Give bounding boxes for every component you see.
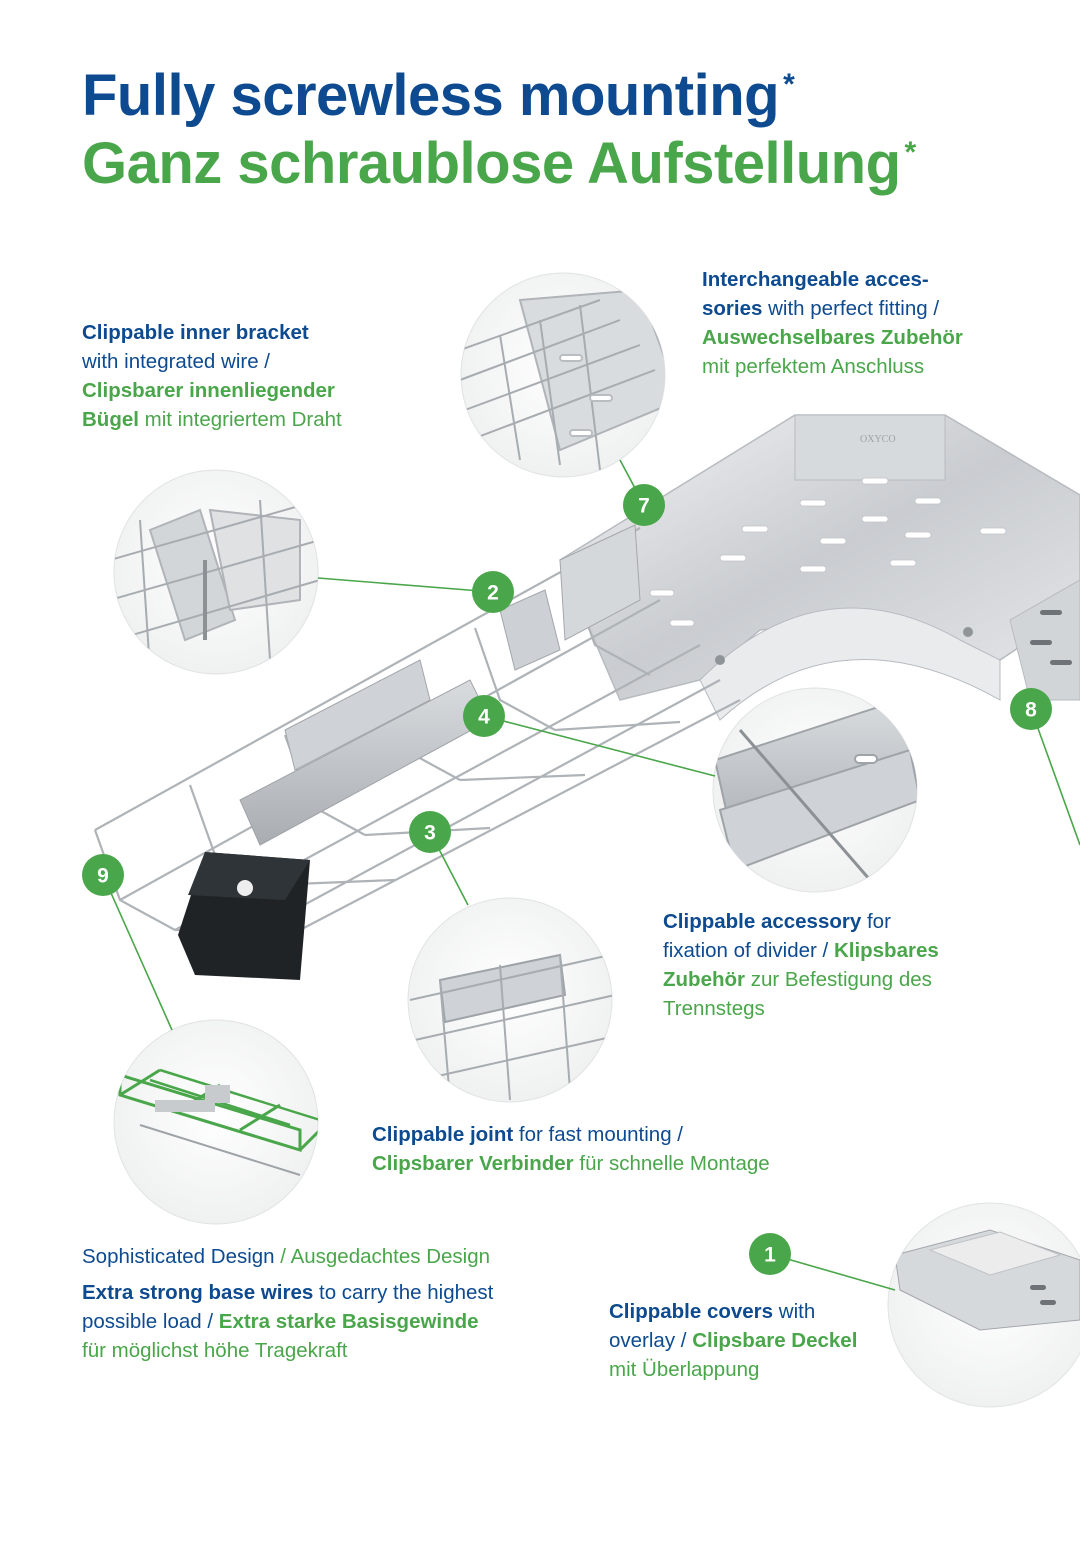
badge-1: 1 <box>749 1233 791 1275</box>
inset-photo-divider <box>712 687 918 893</box>
badge-1-label: 1 <box>764 1244 776 1267</box>
inset-photo-inner-bracket <box>113 469 319 675</box>
callout-inner-bracket: Clippable inner bracket with integrated … <box>82 318 342 434</box>
joint-de-bold: Clipsbarer Verbinder <box>372 1152 574 1175</box>
joint-en-rest: for fast mounting / <box>518 1123 684 1146</box>
inset-photo-accessories <box>460 272 666 478</box>
page-title-german: Ganz schraublose Aufstellung* <box>82 130 916 197</box>
design-de-bold: Extra starke Basisgewinde <box>218 1310 479 1333</box>
divider-en-rest-1: for <box>866 910 891 933</box>
badge-9-label: 9 <box>97 865 109 888</box>
callout-joint: Clippable joint for fast mounting / Clip… <box>372 1120 770 1178</box>
callout-accessories: Interchangeable acces- sories with perfe… <box>702 265 963 381</box>
accessory-plate <box>559 524 641 641</box>
page-title-english: Fully screwless mounting* <box>82 62 795 129</box>
divider-de-rest-2: Trennstegs <box>663 997 765 1020</box>
product-marking: OXYCO <box>860 434 896 445</box>
accessories-de-rest: mit perfektem Anschluss <box>702 355 925 378</box>
joint-plate <box>284 659 431 771</box>
design-en-rest-2: possible load / <box>82 1310 214 1333</box>
accessories-de-bold: Auswechselbares Zubehör <box>702 326 963 349</box>
covers-en-rest-1: with <box>778 1300 816 1323</box>
badge-7-label: 7 <box>638 495 650 518</box>
design-de-rest: für möglichst höhe Tragekraft <box>82 1339 348 1362</box>
covers-de-bold: Clipsbare Deckel <box>692 1329 858 1352</box>
design-en-heading: Sophisticated Design <box>82 1245 275 1268</box>
inner-bracket-en-bold: Clippable inner bracket <box>82 321 309 344</box>
callout-lines <box>102 459 1080 1291</box>
badge-2-label: 2 <box>487 582 499 605</box>
design-separator: / <box>280 1245 286 1268</box>
title-english-footnote: * <box>783 68 795 101</box>
design-en-bold: Extra strong base wires <box>82 1281 314 1304</box>
accessories-en-rest: with perfect fitting / <box>768 297 940 320</box>
solid-tray-bend: OXYCO <box>559 414 1080 721</box>
badge-3-label: 3 <box>424 822 436 845</box>
divider-de-rest-1: zur Befestigung des <box>750 968 932 991</box>
inset-photo-joint <box>407 897 613 1103</box>
callout-covers: Clippable covers with overlay / Clipsbar… <box>609 1297 857 1384</box>
callout-divider: Clippable accessory for fixation of divi… <box>663 907 939 1023</box>
covers-en-bold: Clippable covers <box>609 1300 774 1323</box>
divider-en-rest-2: fixation of divider / <box>663 939 829 962</box>
inner-bracket-en-rest: with integrated wire / <box>82 350 271 373</box>
covers-en-rest-2: overlay / <box>609 1329 687 1352</box>
design-de-heading: Ausgedachtes Design <box>290 1245 491 1268</box>
badge-9: 9 <box>82 854 124 896</box>
inset-photo-design <box>113 1019 319 1225</box>
inner-bracket-de-rest: mit integriertem Draht <box>144 408 342 431</box>
inner-bracket-plate <box>499 589 561 671</box>
badge-3: 3 <box>409 811 451 853</box>
badge-2: 2 <box>472 571 514 613</box>
joint-en-bold: Clippable joint <box>372 1123 514 1146</box>
accessories-en-bold-2: sories <box>702 297 763 320</box>
badge-8-label: 8 <box>1025 699 1037 722</box>
inner-bracket-de-bold-1: Clipsbarer innenliegender <box>82 379 335 402</box>
badge-4-label: 4 <box>478 706 490 729</box>
inset-photo-covers <box>887 1202 1080 1408</box>
divider-de-bold-2: Zubehör <box>663 968 745 991</box>
title-german-footnote: * <box>904 136 917 169</box>
title-german-text: Ganz schraublose Aufstellung <box>82 131 901 196</box>
callout-design: Sophisticated Design / Ausgedachtes Desi… <box>82 1242 493 1365</box>
inner-bracket-de-bold-2: Bügel <box>82 408 139 431</box>
covers-de-rest: mit Überlappung <box>609 1358 760 1381</box>
divider-en-bold: Clippable accessory <box>663 910 862 933</box>
title-english-text: Fully screwless mounting <box>82 63 780 128</box>
design-en-rest-1: to carry the highest <box>319 1281 494 1304</box>
divider-de-bold-1: Klipsbares <box>833 939 939 962</box>
badge-4: 4 <box>463 695 505 737</box>
badge-8: 8 <box>1010 688 1052 730</box>
badge-7: 7 <box>623 484 665 526</box>
accessories-en-bold-1: Interchangeable acces- <box>702 268 929 291</box>
base-support <box>178 852 310 980</box>
joint-de-rest: für schnelle Montage <box>579 1152 770 1175</box>
